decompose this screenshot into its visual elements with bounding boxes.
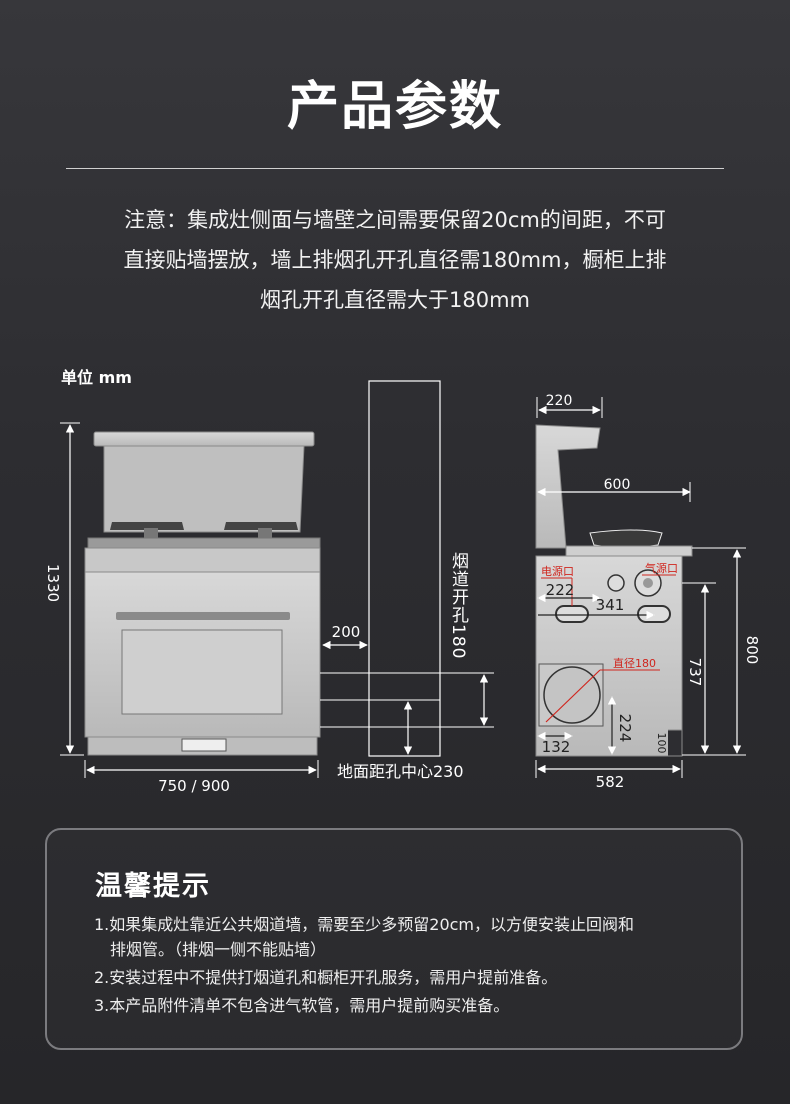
front-vent <box>181 738 227 752</box>
foot-height-value: 100 <box>655 733 668 754</box>
gas-port-label: 气源口 <box>645 561 678 575</box>
tip-item-1-line-2: 排烟管。（排烟一侧不能贴墙） <box>110 940 327 959</box>
tip-item-3: 3.本产品附件清单不包含进气软管，需用户提前购买准备。 <box>94 996 510 1015</box>
gas-port <box>637 605 671 623</box>
notice-line-1: 注意：集成灶侧面与墙壁之间需要保留20cm的间距，不可 <box>124 208 666 232</box>
counter-height-value: 737 <box>686 658 704 687</box>
side-cooktop <box>565 545 693 557</box>
side-pan <box>589 529 663 548</box>
knob-left <box>607 574 625 592</box>
notice-line-2: 直接贴墙摆放，墙上排烟孔开孔直径需180mm，橱柜上排 <box>123 248 667 272</box>
side-flue-hole <box>543 666 601 724</box>
tips-list: 1.如果集成灶靠近公共烟道墙，需要至少多预留20cm，以方便安装止回阀和 排烟管… <box>94 912 724 1021</box>
front-glass-panel <box>103 445 305 533</box>
side-depth-value: 582 <box>596 773 625 791</box>
front-height-value: 1330 <box>44 564 62 602</box>
flue-hole-label: 烟道开孔180 <box>448 552 469 659</box>
side-view: 220 600 电源口 气源口 222 341 直径180 <box>535 393 761 791</box>
power-offset-value: 222 <box>546 581 575 599</box>
front-oven-handle <box>116 612 290 620</box>
top-depth-value: 220 <box>546 393 573 409</box>
tips-title: 温馨提示 <box>95 871 211 902</box>
front-control-strip <box>84 547 321 573</box>
notice-line-3: 烟孔开孔直径需大于180mm <box>260 288 530 312</box>
dimension-diagram: 单位 mm 1330 750 / 900 <box>44 368 761 795</box>
tips-panel: 温馨提示 1.如果集成灶靠近公共烟道墙，需要至少多预留20cm，以方便安装止回阀… <box>45 828 743 1050</box>
side-hole-label: 直径180 <box>613 656 656 670</box>
tip-item-2: 2.安装过程中不提供打烟道孔和橱柜开孔服务，需用户提前准备。 <box>94 968 558 987</box>
floor-hole-label: 地面距孔中心230 <box>337 762 464 781</box>
power-port-label: 电源口 <box>541 564 574 578</box>
front-burner-left <box>110 522 184 530</box>
gas-offset-value: 341 <box>596 596 625 614</box>
tip-item-1-line-1: 1.如果集成灶靠近公共烟道墙，需要至少多预留20cm，以方便安装止回阀和 <box>94 915 635 934</box>
front-burner-right <box>224 522 298 530</box>
front-width-value: 750 / 900 <box>158 777 230 795</box>
installation-notice: 注意：集成灶侧面与墙壁之间需要保留20cm的间距，不可 直接贴墙摆放，墙上排烟孔… <box>60 200 730 320</box>
tip-item-1: 1.如果集成灶靠近公共烟道墙，需要至少多预留20cm，以方便安装止回阀和 排烟管… <box>94 912 724 962</box>
front-hood-top <box>93 431 315 447</box>
total-height-value: 800 <box>743 636 761 665</box>
title-divider <box>66 168 724 169</box>
hole-height-value: 224 <box>616 714 634 743</box>
front-oven-window <box>121 629 283 715</box>
hole-left-value: 132 <box>542 738 571 756</box>
front-view: 1330 750 / 900 200 烟道开孔180 地面距孔中心230 <box>44 380 494 795</box>
side-wall <box>368 380 441 757</box>
side-foot-recess <box>668 729 683 757</box>
wall-gap-value: 200 <box>332 623 361 641</box>
hood-depth-value: 600 <box>604 477 631 493</box>
front-cooktop <box>87 537 321 549</box>
power-port <box>555 605 589 623</box>
side-hood-profile <box>535 424 601 549</box>
page-title: 产品参数 <box>286 77 503 137</box>
unit-label: 单位 mm <box>61 368 132 387</box>
